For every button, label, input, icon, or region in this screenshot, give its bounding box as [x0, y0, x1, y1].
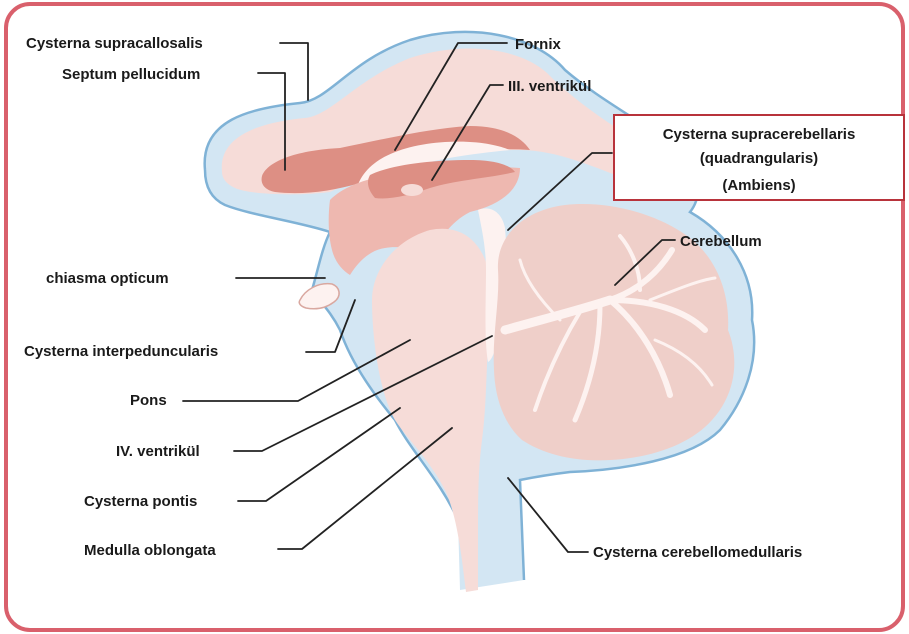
- label-cerebellum: Cerebellum: [680, 233, 762, 250]
- interthalamic-adhesion: [401, 184, 423, 196]
- label-septum-pellucidum: Septum pellucidum: [62, 66, 200, 83]
- label-pons: Pons: [130, 392, 167, 409]
- label-iii-ventrikul: III. ventrikül: [508, 78, 591, 95]
- label-cisterna-supracerebellaris-line1: Cysterna supracerebellaris: [663, 126, 856, 143]
- label-iv-ventrikul: IV. ventrikül: [116, 443, 200, 460]
- label-cisterna-pontis: Cysterna pontis: [84, 493, 197, 510]
- label-cisterna-supracallosalis: Cysterna supracallosalis: [26, 35, 203, 52]
- label-fornix: Fornix: [515, 36, 561, 53]
- label-medulla-oblongata: Medulla oblongata: [84, 542, 216, 559]
- label-chiasma-opticum: chiasma opticum: [46, 270, 169, 287]
- label-cisterna-interpeduncularis: Cysterna interpeduncularis: [24, 343, 218, 360]
- label-cisterna-cerebellomedullaris: Cysterna cerebellomedullaris: [593, 544, 802, 561]
- label-cisterna-supracerebellaris-line2: (quadrangularis): [700, 150, 818, 167]
- label-cisterna-supracerebellaris-line3: (Ambiens): [722, 177, 795, 194]
